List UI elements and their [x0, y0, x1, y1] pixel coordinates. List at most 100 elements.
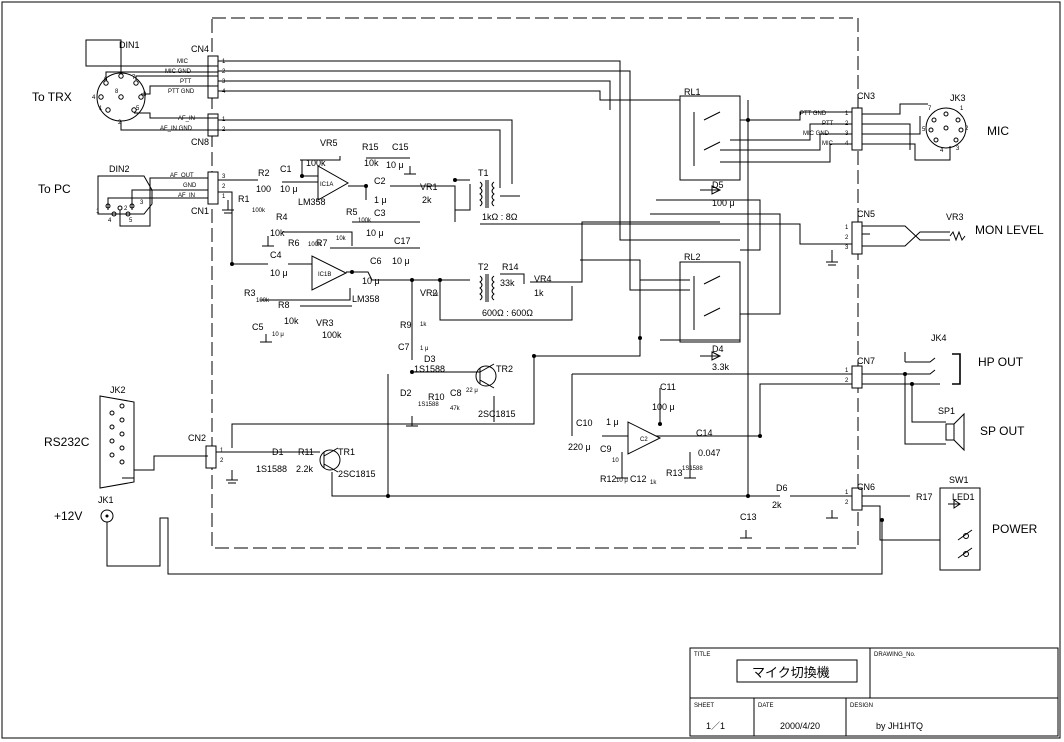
sp-out-label: SP OUT [980, 424, 1025, 438]
svg-text:10 μ: 10 μ [270, 268, 288, 278]
svg-text:PTT: PTT [180, 79, 192, 85]
jk1-power-jack: JK1 [98, 495, 114, 523]
svg-text:2: 2 [222, 184, 226, 190]
title-block: TITLE DRAWING_No. マイク切換機 SHEET 1／1 DATE … [689, 647, 1059, 737]
svg-text:AF_IN GND: AF_IN GND [160, 126, 193, 132]
svg-text:33k: 33k [500, 278, 515, 288]
cn3-block: CN3 12 34 PTT GND PTT MIC GND MIC [800, 91, 875, 151]
cn1-block: CN1 321 AF_OUT GND AF_IN [170, 171, 226, 216]
svg-text:R8: R8 [278, 300, 290, 310]
svg-text:1k: 1k [420, 322, 427, 328]
svg-text:100k: 100k [308, 242, 322, 248]
svg-text:2: 2 [845, 235, 849, 241]
svg-text:4: 4 [92, 95, 96, 101]
cn6-block: CN6 12 [845, 482, 875, 511]
title-value: マイク切換機 [752, 665, 830, 680]
svg-text:3: 3 [140, 200, 144, 206]
svg-text:1k: 1k [534, 288, 544, 298]
svg-text:D3: D3 [424, 354, 436, 364]
svg-text:TR1: TR1 [338, 447, 355, 457]
svg-text:3.3k: 3.3k [712, 362, 730, 372]
svg-text:3: 3 [845, 245, 849, 251]
jk4-headphone-jack: JK4 [905, 333, 961, 385]
svg-text:T2: T2 [478, 262, 489, 272]
svg-text:10 μ: 10 μ [616, 478, 628, 484]
t2-transformer: T2 600Ω : 600Ω [478, 262, 533, 318]
svg-text:4: 4 [108, 218, 112, 224]
svg-text:CN6: CN6 [857, 482, 875, 492]
svg-text:C3: C3 [374, 208, 386, 218]
power-label: POWER [992, 522, 1038, 536]
svg-text:100: 100 [256, 184, 271, 194]
svg-text:D2: D2 [400, 388, 412, 398]
svg-text:2: 2 [118, 120, 122, 126]
date-label: DATE [758, 703, 774, 709]
svg-text:PTT GND: PTT GND [800, 111, 827, 117]
svg-text:220 μ: 220 μ [568, 442, 591, 452]
svg-text:10 μ: 10 μ [366, 228, 384, 238]
svg-text:10k: 10k [364, 158, 379, 168]
svg-text:R1: R1 [238, 194, 250, 204]
svg-text:3: 3 [222, 79, 226, 85]
wiring [85, 39, 951, 575]
svg-text:C2: C2 [374, 176, 386, 186]
svg-text:VR3: VR3 [316, 318, 334, 328]
svg-text:VR5: VR5 [320, 138, 338, 148]
relay-rl1: RL1 D5 100 μ [679, 87, 741, 208]
sw1-label: SW1 [949, 475, 969, 485]
svg-text:1: 1 [222, 59, 226, 65]
svg-text:C5: C5 [252, 322, 264, 332]
svg-text:C12: C12 [630, 474, 647, 484]
jk2-db9-connector: JK2 [99, 385, 135, 489]
svg-text:1: 1 [845, 490, 849, 496]
svg-text:VR4: VR4 [534, 274, 552, 284]
svg-text:10 μ: 10 μ [362, 276, 380, 286]
svg-text:D5: D5 [712, 180, 724, 190]
svg-text:1: 1 [845, 111, 849, 117]
svg-text:2: 2 [220, 458, 224, 464]
svg-text:1: 1 [222, 194, 226, 200]
svg-text:2SC1815: 2SC1815 [338, 469, 376, 479]
svg-text:C6: C6 [370, 256, 382, 266]
ic1a-opamp: IC1A LM358 [298, 165, 350, 207]
mon-level-pot: VR3 [870, 212, 966, 247]
svg-text:C15: C15 [392, 142, 409, 152]
svg-text:10 μ: 10 μ [272, 332, 284, 338]
svg-text:R12: R12 [600, 474, 617, 484]
svg-text:R13: R13 [666, 468, 683, 478]
svg-text:C14: C14 [696, 428, 713, 438]
svg-text:R7: R7 [316, 238, 328, 248]
svg-text:8: 8 [115, 89, 119, 95]
svg-text:2: 2 [845, 378, 849, 384]
svg-text:R4: R4 [276, 212, 288, 222]
svg-text:1k: 1k [432, 292, 439, 298]
svg-text:AF_OUT: AF_OUT [170, 173, 194, 179]
svg-text:CN2: CN2 [188, 433, 206, 443]
jk1-label: JK1 [98, 495, 114, 505]
mon-level-label: MON LEVEL [975, 223, 1044, 237]
svg-text:10 μ: 10 μ [392, 256, 410, 266]
sw1-power-switch: SW1 LED1 [939, 475, 981, 571]
svg-text:VR1: VR1 [420, 182, 438, 192]
svg-text:VR3: VR3 [946, 212, 964, 222]
title-label: TITLE [694, 652, 710, 658]
svg-text:10k: 10k [284, 316, 299, 326]
svg-text:MIC: MIC [177, 59, 189, 65]
t1-transformer: T1 1kΩ : 8Ω [478, 168, 518, 222]
svg-text:1: 1 [96, 209, 100, 215]
svg-text:C13: C13 [740, 512, 757, 522]
design-value: by JH1HTQ [876, 721, 923, 731]
tr1-transistor: TR1 2SC1815 [319, 447, 376, 479]
svg-text:LM358: LM358 [298, 197, 326, 207]
svg-text:C8: C8 [450, 388, 462, 398]
svg-text:1S1588: 1S1588 [418, 402, 439, 408]
svg-text:D6: D6 [776, 483, 788, 493]
svg-text:2SC1815: 2SC1815 [478, 409, 516, 419]
drawing-no-label: DRAWING_No. [874, 652, 916, 658]
svg-text:C1: C1 [280, 164, 292, 174]
date-value: 2000/4/20 [780, 721, 820, 731]
junction-dots [230, 118, 914, 522]
svg-text:CN1: CN1 [191, 206, 209, 216]
